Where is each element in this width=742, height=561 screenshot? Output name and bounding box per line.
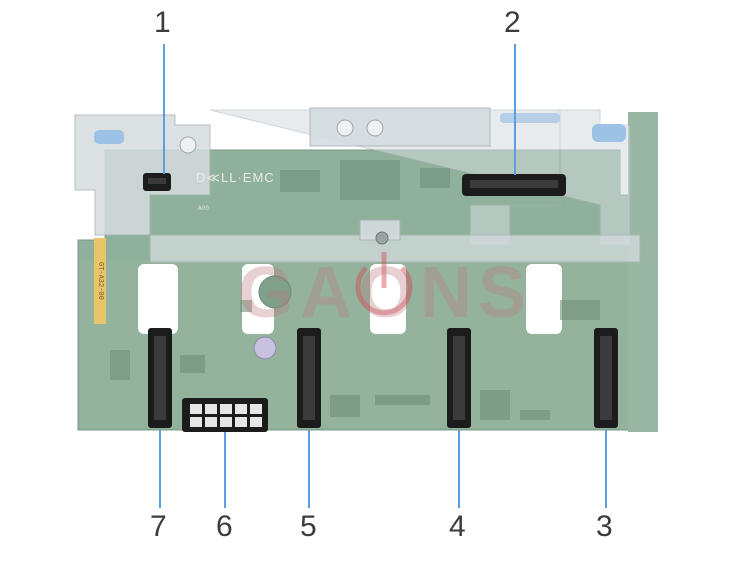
latch-top — [500, 113, 560, 123]
pcb-right-edge — [628, 112, 658, 432]
screw-hole — [366, 119, 384, 137]
screw-hole — [336, 119, 354, 137]
callout-5: 5 — [300, 510, 317, 543]
screw-hole — [179, 136, 197, 154]
callout-3: 3 — [596, 510, 613, 543]
screw — [375, 231, 389, 245]
connector-6 — [182, 398, 268, 432]
inductor — [258, 275, 292, 309]
connector-7 — [148, 328, 172, 428]
callout-7: 7 — [150, 510, 167, 543]
connector-4 — [447, 328, 471, 428]
watermark: GAONS — [238, 253, 533, 333]
connector-3 — [594, 328, 618, 428]
callout-4: 4 — [449, 510, 466, 543]
brand-logo: D≪LL·EMC — [196, 170, 275, 185]
board-cutouts — [138, 264, 562, 334]
side-sticker: 0T-A32-00 — [94, 238, 106, 324]
leader-lines — [159, 44, 607, 508]
latch-right — [592, 124, 626, 142]
connector-5 — [297, 328, 321, 428]
power-icon — [355, 252, 413, 316]
components — [110, 160, 600, 420]
latch-left — [94, 130, 124, 144]
callout-2: 2 — [504, 6, 521, 39]
callout-6: 6 — [216, 510, 233, 543]
callout-1: 1 — [154, 6, 171, 39]
board-revision: A00 — [198, 205, 209, 212]
capacitor — [253, 336, 277, 360]
